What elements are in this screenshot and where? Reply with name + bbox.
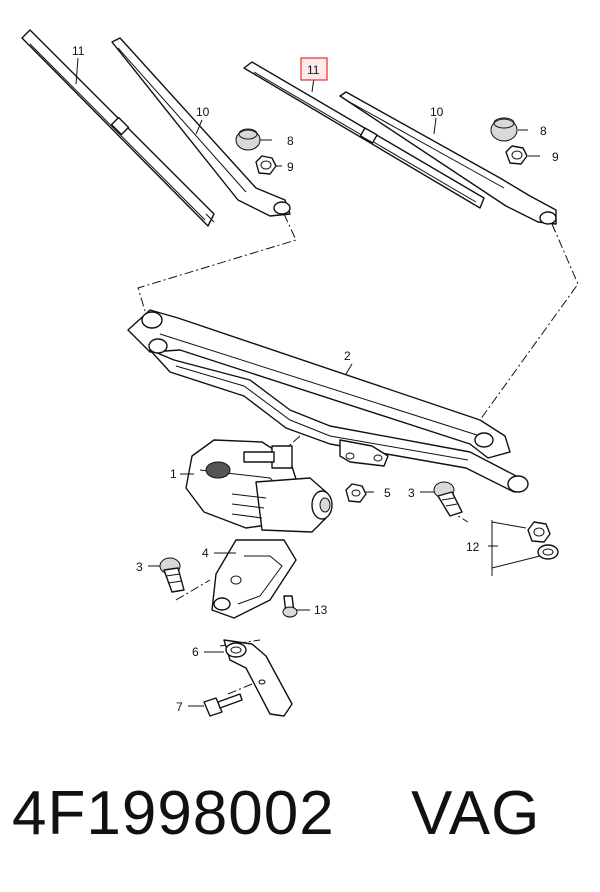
highlight-box bbox=[300, 57, 328, 81]
callout-12: 12 bbox=[466, 540, 480, 554]
right-nut bbox=[505, 145, 528, 165]
callout-5: 5 bbox=[384, 486, 391, 500]
bolt-3-right bbox=[433, 481, 463, 517]
right-wiper-arm bbox=[339, 91, 557, 225]
callout-3-right: 3 bbox=[408, 486, 415, 500]
wiper-motor bbox=[185, 439, 333, 533]
left-wiper-blade bbox=[21, 29, 215, 227]
nut-washer-12 bbox=[527, 521, 559, 560]
callout-3-left: 3 bbox=[136, 560, 143, 574]
nut-5 bbox=[345, 483, 367, 503]
callout-10-left: 10 bbox=[196, 105, 210, 119]
callout-2: 2 bbox=[344, 349, 351, 363]
callout-7: 7 bbox=[176, 700, 183, 714]
support-bracket-6 bbox=[223, 639, 293, 717]
part-caption: 4F1998002 VAG bbox=[12, 778, 592, 878]
callout-10-right: 10 bbox=[430, 105, 444, 119]
left-cap bbox=[235, 128, 261, 151]
callout-9-left: 9 bbox=[287, 160, 294, 174]
brand-name: VAG bbox=[410, 779, 541, 848]
part-number: 4F1998002 bbox=[12, 779, 335, 848]
left-wiper-arm bbox=[111, 37, 291, 217]
left-nut bbox=[255, 155, 277, 175]
callout-11-left: 11 bbox=[72, 44, 85, 58]
callout-9-right: 9 bbox=[552, 150, 559, 164]
right-cap bbox=[490, 117, 518, 142]
bolt-3-left bbox=[159, 557, 185, 593]
callout-11-right: 11 bbox=[307, 63, 320, 77]
callout-8-left: 8 bbox=[287, 134, 294, 148]
callout-labels: 11 10 8 9 11 10 8 9 2 1 5 3 12 3 4 13 6 … bbox=[72, 44, 559, 714]
callout-8-right: 8 bbox=[540, 124, 547, 138]
right-wiper-blade bbox=[243, 61, 485, 209]
bolt-7 bbox=[203, 693, 243, 717]
callout-1: 1 bbox=[170, 467, 177, 481]
mounting-bracket-4 bbox=[211, 539, 297, 619]
wiper-assembly-diagram: 11 10 8 9 11 10 8 9 2 1 5 3 12 3 4 13 6 … bbox=[21, 29, 579, 717]
screw-13 bbox=[282, 595, 298, 618]
callout-13: 13 bbox=[314, 603, 328, 617]
callout-6: 6 bbox=[192, 645, 199, 659]
callout-4: 4 bbox=[202, 546, 209, 560]
wiper-linkage-frame bbox=[127, 309, 529, 493]
